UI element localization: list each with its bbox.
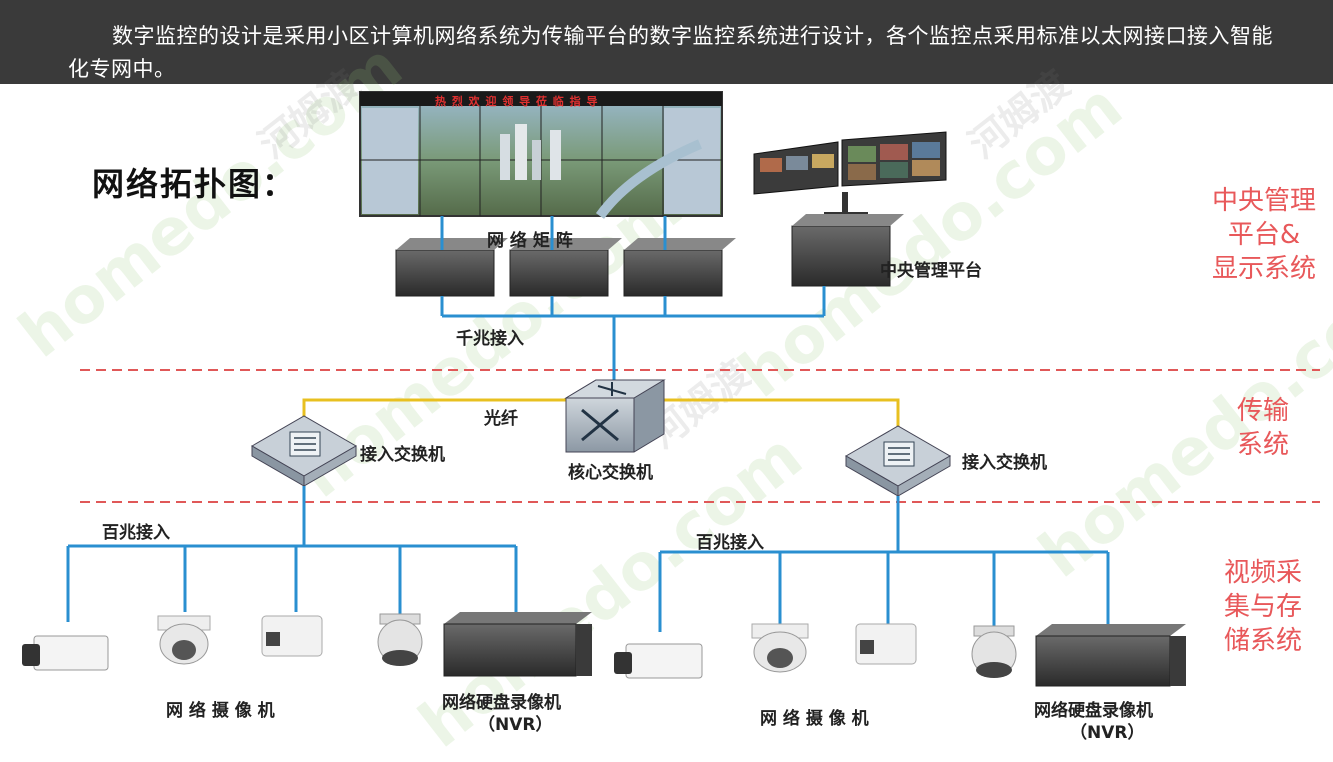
diagram-title: 网络拓扑图： <box>92 165 297 203</box>
label-central-platform: 中央管理平台 <box>880 261 982 281</box>
topology-svg <box>22 91 1320 687</box>
label-nvr-right-abbr: （NVR） <box>1070 723 1145 743</box>
label-nvr-right: 网络硬盘录像机 <box>1034 701 1153 721</box>
section-label-management: 中央管理 平台& 显示系统 <box>1211 186 1316 284</box>
ptz-camera-right <box>971 625 1017 678</box>
label-nvr-left: 网络硬盘录像机 <box>442 693 561 713</box>
box-camera-right <box>614 643 703 679</box>
header-banner: 数字监控的设计是采用小区计算机网络系统为传输平台的数字监控系统进行设计，各个监控… <box>0 0 1333 84</box>
matrix-server-2 <box>509 238 622 297</box>
nvr-right <box>1035 624 1186 687</box>
label-fast-ethernet-right: 百兆接入 <box>696 533 764 553</box>
label-access-switch-left: 接入交换机 <box>360 445 445 465</box>
label-fast-ethernet-left: 百兆接入 <box>102 523 170 543</box>
core-switch <box>564 379 666 453</box>
label-cameras-right: 网 络 摄 像 机 <box>760 709 869 729</box>
label-nvr-left-abbr: （NVR） <box>478 715 553 735</box>
central-monitors <box>753 131 947 218</box>
label-fiber: 光纤 <box>484 409 518 429</box>
matrix-server-3 <box>623 238 736 297</box>
nvr-left <box>443 612 592 677</box>
dome-camera-right <box>751 623 809 673</box>
label-access-switch-right: 接入交换机 <box>962 453 1047 473</box>
dome-camera-left <box>157 615 211 665</box>
box-camera-left <box>22 635 109 671</box>
bullet-camera-right <box>855 623 917 665</box>
central-server <box>791 214 904 287</box>
fast-ethernet-links <box>66 486 1110 632</box>
label-matrix: 网 络 矩 阵 <box>487 231 573 251</box>
access-switch-right <box>844 425 952 497</box>
ptz-camera-left <box>377 613 423 666</box>
label-gigabit: 千兆接入 <box>456 329 524 349</box>
video-wall <box>359 91 723 219</box>
label-cameras-left: 网 络 摄 像 机 <box>166 701 275 721</box>
bullet-camera-left <box>261 615 323 657</box>
network-topology-diagram: homedo.com homedo.com homedo.com homedo.… <box>0 30 1333 762</box>
section-label-transmission: 传输 系统 <box>1236 396 1289 460</box>
gigabit-links <box>440 216 826 384</box>
access-switch-left <box>250 415 358 487</box>
label-core-switch: 核心交换机 <box>568 463 653 483</box>
matrix-server-1 <box>395 238 508 297</box>
header-text: 数字监控的设计是采用小区计算机网络系统为传输平台的数字监控系统进行设计，各个监控… <box>68 24 1273 81</box>
video-wall-banner: 热 烈 欢 迎 领 导 莅 临 指 导 <box>435 95 599 108</box>
section-label-capture-storage: 视频采 集与存 储系统 <box>1223 558 1302 656</box>
